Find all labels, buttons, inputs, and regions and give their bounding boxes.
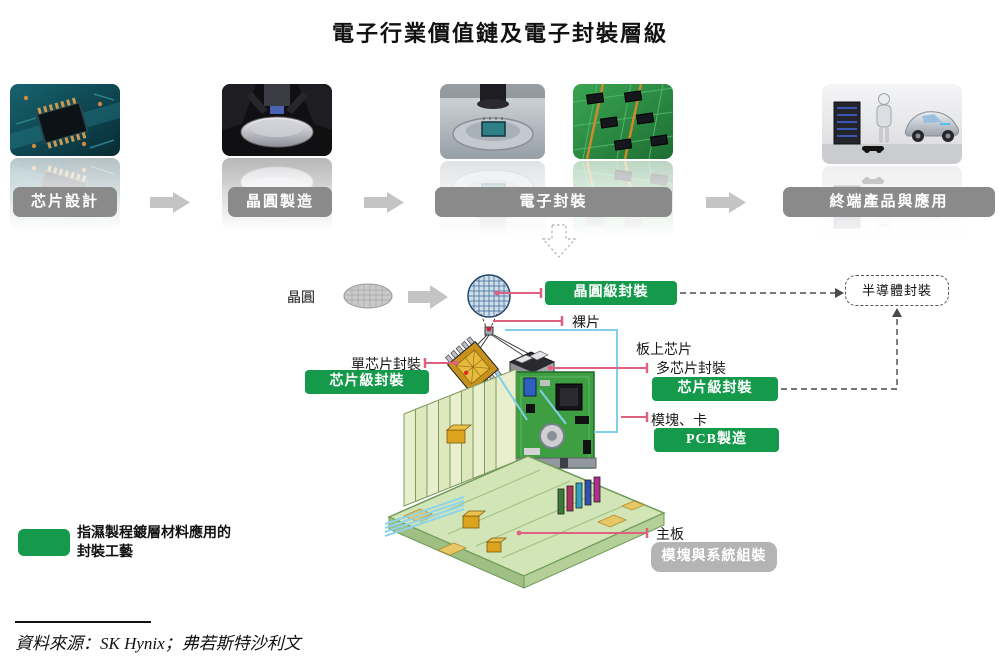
gold-components: [445, 424, 508, 553]
wafer-fab-illustration: [222, 84, 332, 156]
stage-packaging: 電子封裝: [435, 187, 672, 217]
ribbon-cable: [384, 496, 465, 537]
packaging-machine-photo: [440, 84, 545, 159]
end-products-illustration: [822, 84, 962, 164]
label-wafer: 晶圓: [287, 291, 315, 306]
blue-wafer: [467, 274, 511, 318]
insert-arrow-icon: [534, 471, 562, 503]
label-bare-die: 裸片: [572, 316, 600, 331]
die-extraction: [470, 313, 532, 357]
green-pcb-photo: [573, 84, 673, 159]
label-chip-on-board: 板上芯片: [636, 343, 692, 358]
box-module-system-assembly: 模塊與系統組裝: [651, 542, 777, 572]
end-products-photo: [822, 84, 962, 164]
box-chip-level-packaging-right: 芯片級封裝: [652, 377, 778, 401]
gold-chip: [444, 336, 503, 397]
green-card: [513, 371, 597, 469]
pink-dots: [453, 290, 553, 536]
legend-green-swatch: [18, 529, 70, 556]
chip-design-illustration: [10, 84, 120, 156]
colored-modules: [557, 476, 601, 515]
wafer-fab-photo: [222, 84, 332, 156]
stage-end-products: 終端產品與應用: [783, 187, 995, 217]
box-wafer-level-packaging: 晶圓級封裝: [545, 281, 677, 305]
motherboard: [384, 368, 666, 589]
box-semiconductor-packaging: 半導體封裝: [845, 275, 949, 306]
pink-callouts: [423, 288, 649, 538]
source-note: 資料來源：SK Hynix；弗若斯特沙利文: [15, 634, 301, 653]
green-pcb-illustration: [573, 84, 673, 159]
legend-line-2: 封裝工藝: [77, 543, 133, 559]
flow-arrow-icon: [150, 192, 190, 213]
flow-arrow-icon: [706, 192, 746, 213]
legend-line-1: 指濕製程鍍層材料應用的: [77, 524, 231, 540]
dashed-down-arrow-icon: [541, 224, 577, 259]
label-multi-chip: 多芯片封裝: [656, 362, 726, 377]
box-chip-level-packaging-left: 芯片級封裝: [305, 370, 429, 394]
wafer-flow-arrow-icon: [408, 285, 448, 309]
box-pcb-manufacturing: PCB製造: [654, 428, 779, 452]
legend-text: 指濕製程鍍層材料應用的 封裝工藝: [77, 523, 231, 561]
label-single-chip: 單芯片封裝: [351, 358, 421, 373]
stage-wafer-fab: 晶圓製造: [228, 187, 332, 217]
label-module-card: 模塊、卡: [651, 414, 707, 429]
label-motherboard: 主板: [656, 528, 684, 543]
flow-arrow-icon: [364, 192, 404, 213]
stage-chip-design: 芯片設計: [13, 187, 117, 217]
gray-wafer: [343, 283, 393, 309]
packaging-machine-illustration: [440, 84, 545, 159]
source-rule: [15, 621, 151, 623]
chip-design-photo: [10, 84, 120, 156]
dual-die-package: [508, 350, 556, 398]
blue-connectors: [495, 329, 618, 433]
page-title: 電子行業價值鏈及電子封裝層級: [331, 21, 668, 46]
